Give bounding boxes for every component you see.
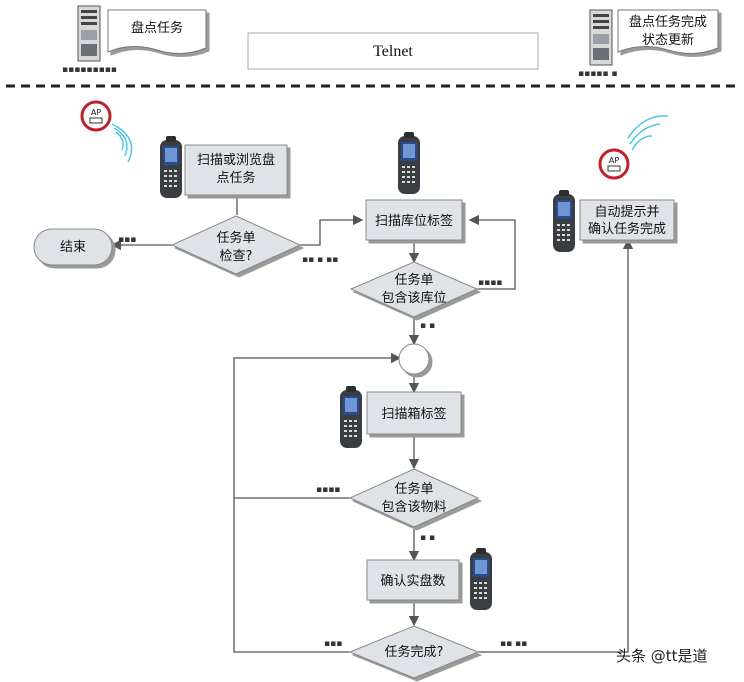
edge-label-end: ▪▪▪ (118, 235, 136, 245)
wifi-signal-right-icon (627, 115, 669, 151)
server-left-caption: ▪▪▪▪▪▪▪▪▪ (62, 65, 117, 75)
scan-browse-line1: 扫描或浏览盘 (197, 152, 275, 168)
auto-prompt-box (579, 199, 675, 241)
task-check-line1: 任务单 (216, 230, 255, 246)
ap-left-label: AP (91, 108, 101, 117)
task-complete-label: 任务完成? (385, 644, 444, 660)
watermark: 头条 @tt是道 (616, 647, 708, 665)
wifi-signal-left-icon (111, 123, 133, 163)
task-complete-decision (348, 625, 480, 679)
task-check-decision (170, 215, 302, 275)
confirm-count-label: 确认实盘数 (380, 573, 445, 589)
status-update-line1: 盘点任务完成 (629, 14, 707, 30)
confirm-count-box (366, 559, 460, 601)
scan-browse-line2: 点任务 (216, 170, 255, 186)
contains-item-decision (348, 468, 480, 528)
edge-label-yes2: ▪ ▪ (420, 533, 435, 543)
scanner-icon-1 (160, 136, 182, 198)
connectors (110, 194, 634, 653)
auto-prompt-line1: 自动提示并 (594, 204, 659, 220)
contains-location-decision (349, 261, 479, 318)
end-label: 结束 (60, 240, 86, 255)
task-document-label: 盘点任务 (131, 20, 183, 36)
server-left-icon (77, 5, 101, 62)
task-document: 盘点任务 (107, 9, 207, 54)
telnet-label: Telnet (373, 43, 413, 60)
scan-box-label: 扫描箱标签 (381, 406, 446, 422)
status-update-document: 盘点任务完成 状态更新 (617, 9, 719, 54)
scanner-icon-2 (398, 132, 420, 194)
edge-label-no: ▪▪▪▪ (478, 278, 502, 288)
telnet-box (247, 32, 539, 70)
access-point-left: AP (80, 100, 112, 132)
edge-label-pass: ▪▪ ▪ ▪▪ (302, 255, 338, 265)
status-update-line2: 状态更新 (642, 32, 694, 48)
edge-label-yes3: ▪▪ ▪▪ (500, 639, 527, 649)
access-point-right: AP (598, 148, 630, 180)
edge-label-no2: ▪▪▪▪ (316, 485, 340, 495)
task-check-line2: 检查? (220, 249, 253, 264)
scanner-icon-3 (340, 386, 362, 448)
contains-location-line2: 包含该库位 (381, 290, 446, 306)
scan-browse-box (184, 144, 288, 196)
scan-box-box (366, 391, 462, 435)
scanner-icon-5 (553, 190, 575, 252)
auto-prompt-line2: 确认任务完成 (588, 221, 666, 237)
server-right-icon (589, 9, 613, 66)
scan-location-box (365, 199, 463, 241)
ap-right-label: AP (609, 156, 619, 165)
edge-label-no3: ▪▪▪ (324, 639, 342, 649)
end-terminator (33, 228, 113, 266)
connector-circle (398, 343, 430, 375)
contains-item-line2: 包含该物料 (381, 499, 446, 515)
scan-location-label: 扫描库位标签 (375, 213, 453, 229)
server-right-caption: ▪▪▪▪▪ ▪ (578, 69, 617, 79)
contains-item-line1: 任务单 (394, 481, 433, 497)
contains-location-line1: 任务单 (394, 272, 433, 288)
scanner-icon-4 (470, 548, 492, 610)
edge-label-yes1: ▪ ▪ (420, 321, 435, 331)
